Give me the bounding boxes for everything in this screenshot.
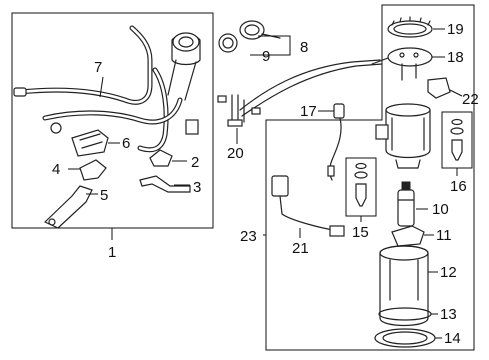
callout-22: 22: [462, 91, 479, 108]
part-22-connector: [427, 77, 451, 99]
callout-19: 19: [447, 21, 464, 38]
callout-10: 10: [432, 201, 449, 218]
callout-9: 9: [262, 48, 270, 65]
part-11-retainer: [391, 225, 425, 247]
callout-23: 23: [240, 228, 257, 245]
part-10-fuel-pump: [397, 181, 415, 227]
part-12-reservoir: [379, 245, 429, 327]
callout-11: 11: [436, 227, 452, 244]
part-21-wiring-harness: [271, 175, 345, 237]
callout-6: 6: [122, 135, 130, 152]
fuel-pump-module: [375, 103, 431, 169]
callout-12: 12: [440, 264, 457, 281]
part-3-strap: [139, 175, 191, 193]
callout-13: 13: [440, 306, 457, 323]
part-7-filler-pipe: [13, 25, 201, 153]
part-19-lock-ring: [387, 16, 433, 38]
callout-15: 15: [352, 224, 369, 241]
callout-4: 4: [52, 161, 60, 178]
callout-3: 3: [193, 179, 201, 196]
part-2-bracket: [149, 149, 173, 167]
part-18-sender-flange: [371, 47, 433, 81]
part-4-bracket: [79, 159, 107, 181]
part-20-vapor-line: [217, 59, 383, 127]
callout-18: 18: [447, 49, 464, 66]
part-15-valve-kit: [345, 157, 377, 217]
callout-14: 14: [444, 330, 461, 347]
part-16-valve-kit: [441, 111, 473, 169]
callout-21: 21: [292, 240, 309, 257]
callout-7: 7: [94, 59, 102, 76]
callout-16: 16: [450, 178, 467, 195]
part-9-fuel-cap: [218, 33, 238, 53]
callout-20: 20: [227, 145, 244, 162]
part-5-strap: [43, 185, 93, 229]
part-14-lock-ring: [374, 328, 436, 348]
callout-8: 8: [300, 39, 308, 56]
part-17-sensor-harness: [327, 103, 345, 181]
callout-5: 5: [100, 187, 108, 204]
right-assembly-frame: [265, 4, 475, 351]
callout-17: 17: [300, 103, 317, 120]
callout-2: 2: [191, 154, 199, 171]
callout-1: 1: [108, 244, 116, 261]
part-6-clamp: [50, 122, 109, 157]
